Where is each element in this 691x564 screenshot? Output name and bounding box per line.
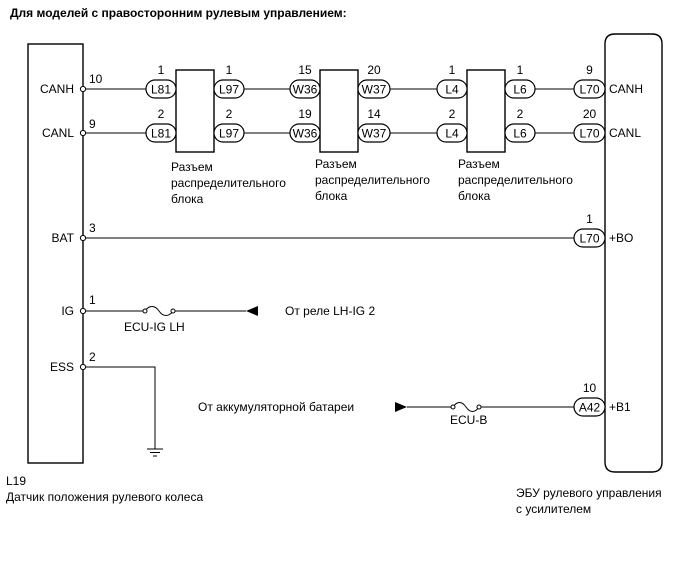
pin-canh-terminal (79, 85, 87, 93)
connector-l6-canl (504, 123, 536, 143)
pin-ig-terminal (79, 307, 87, 315)
connector-label: L70 (579, 127, 599, 141)
connector-l4-canl (436, 123, 468, 143)
ecu-pin-label-canl: CANL (609, 126, 641, 140)
pin-number: 1 (158, 63, 165, 77)
pin-label-bat: BAT (52, 231, 75, 245)
connector-label: L70 (579, 83, 599, 97)
connector-label: W37 (362, 83, 387, 97)
pin-number: 14 (367, 107, 381, 121)
junction-block-2-label: распределительного (315, 173, 430, 187)
right-component-name-line2: с усилителем (516, 502, 591, 516)
ground-icon (147, 448, 163, 457)
connector-l6-canh (504, 79, 536, 99)
pin-num-ig: 1 (89, 293, 96, 307)
junction-block-2-box (319, 69, 359, 153)
pin-label-canh: CANH (40, 82, 74, 96)
pin-label-canl: CANL (42, 126, 74, 140)
junction-block-3-label: блока (458, 189, 491, 203)
connector-w36-canl (289, 123, 321, 143)
connector-label: L4 (445, 83, 459, 97)
pin-num-canl: 9 (89, 117, 96, 131)
source-battery-label: От аккумуляторной батареи (198, 400, 354, 414)
connector-label: L4 (445, 127, 459, 141)
fuse-label-ecu-ig-lh: ECU-IG LH (124, 320, 185, 334)
connector-label: L70 (579, 232, 599, 246)
pin-number: 15 (298, 63, 312, 77)
junction-block-3-label: Разъем (458, 157, 500, 171)
ecu-pin-label-bo: +BO (609, 231, 633, 245)
connector-l70-canh (573, 79, 606, 99)
junction-block-1-label: распределительного (171, 176, 286, 190)
connector-l81-canh (145, 79, 177, 99)
pin-number: 19 (298, 107, 312, 121)
left-component-code: L19 (6, 474, 26, 488)
pin-number: 2 (158, 107, 165, 121)
junction-block-1-box (175, 69, 215, 153)
connector-a42-b1 (573, 397, 606, 417)
right-component-name-line1: ЭБУ рулевого управления (516, 486, 662, 500)
source-relay-label: От реле LH-IG 2 (285, 304, 375, 318)
connector-l70-canl (573, 123, 606, 143)
connector-l97-canl (213, 123, 245, 143)
pin-number: 2 (517, 107, 524, 121)
pin-number: 1 (517, 63, 524, 77)
pin-num-bat: 3 (89, 221, 96, 235)
connector-l4-canh (436, 79, 468, 99)
diagram-title: Для моделей с правосторонним рулевым упр… (10, 6, 347, 20)
arrow-right-icon (395, 402, 407, 412)
junction-block-3-box (466, 69, 506, 153)
connector-l81-canl (145, 123, 177, 143)
connector-l97-canh (213, 79, 245, 99)
junction-block-1-label: Разъем (171, 160, 213, 174)
connector-label: L97 (219, 83, 239, 97)
junction-block-3-label: распределительного (458, 173, 573, 187)
ecu-pin-label-b1: +B1 (609, 400, 631, 414)
wire-ess (86, 366, 156, 449)
connector-label: L97 (219, 127, 239, 141)
pin-number: 1 (449, 63, 456, 77)
power-steering-ecu-box (604, 33, 663, 473)
ecu-pin-label-canh: CANH (609, 82, 643, 96)
left-component-name: Датчик положения рулевого колеса (6, 490, 203, 504)
connector-label: W36 (293, 127, 318, 141)
pin-ess-terminal (79, 363, 87, 371)
connector-w37-canh (357, 79, 391, 99)
fuse-label-ecu-b: ECU-B (450, 413, 487, 427)
connector-label: A42 (579, 401, 601, 415)
pin-canl-terminal (79, 129, 87, 137)
junction-block-2-label: блока (315, 189, 348, 203)
pin-number: 10 (583, 381, 597, 395)
connector-label: L6 (513, 83, 527, 97)
connector-label: W36 (293, 83, 318, 97)
connector-w36-canh (289, 79, 321, 99)
junction-block-1-label: блока (171, 192, 204, 206)
pin-bat-terminal (79, 234, 87, 242)
pin-number: 1 (586, 212, 593, 226)
pin-number: 2 (226, 107, 233, 121)
pin-number: 20 (367, 63, 381, 77)
connector-w37-canl (357, 123, 391, 143)
connector-l70-bo (573, 228, 606, 248)
fuse-icon (142, 306, 176, 316)
pin-number: 2 (449, 107, 456, 121)
pin-number: 1 (226, 63, 233, 77)
fuse-icon (450, 402, 482, 412)
pin-label-ig: IG (61, 304, 74, 318)
connector-label: W37 (362, 127, 387, 141)
connector-label: L6 (513, 127, 527, 141)
connector-label: L81 (151, 127, 171, 141)
arrow-left-icon (246, 306, 258, 316)
pin-number: 9 (586, 63, 593, 77)
pin-label-ess: ESS (50, 360, 74, 374)
steering-angle-sensor-box (27, 43, 84, 464)
pin-number: 20 (583, 107, 597, 121)
pin-num-ess: 2 (89, 350, 96, 364)
pin-num-canh: 10 (89, 72, 103, 86)
connector-label: L81 (151, 83, 171, 97)
junction-block-2-label: Разъем (315, 157, 357, 171)
